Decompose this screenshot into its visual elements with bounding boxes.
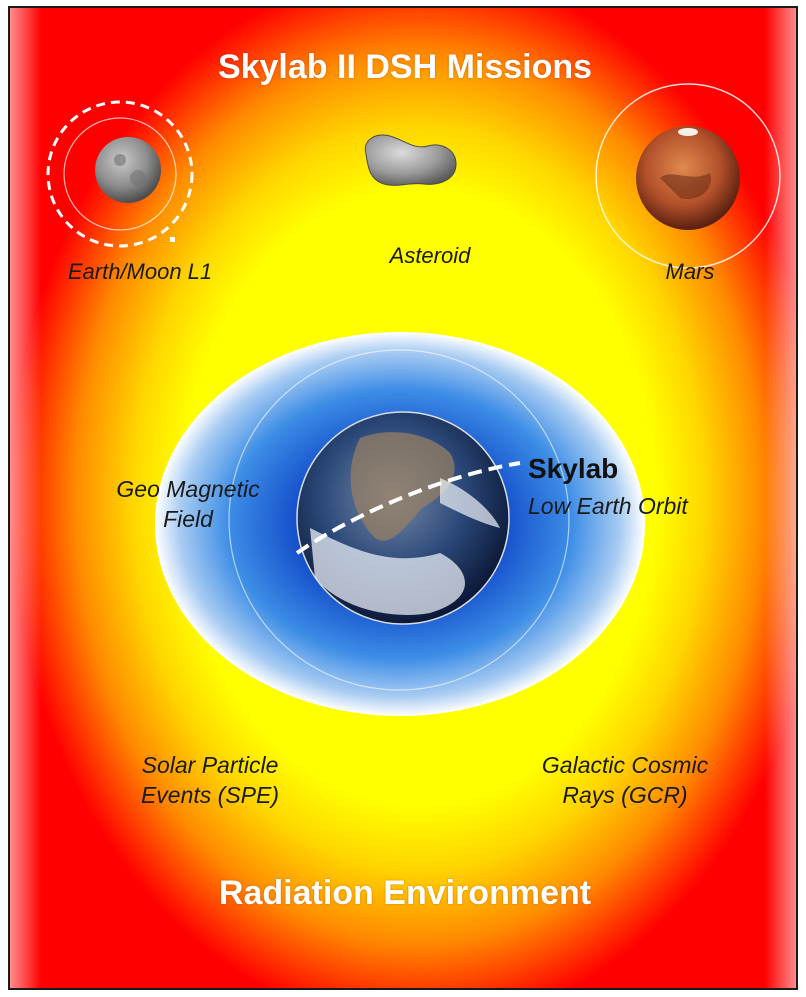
gcr-line2: Rays (GCR) — [562, 782, 688, 808]
geo-magnetic-field-line1: Geo Magnetic — [116, 476, 260, 502]
mars-icon — [595, 83, 781, 269]
gcr-label: Galactic Cosmic Rays (GCR) — [510, 750, 740, 810]
leo-orbit-path — [295, 461, 521, 555]
diagram-graphics — [46, 83, 781, 716]
asteroid-label: Asteroid — [389, 243, 471, 268]
spe-line2: Events (SPE) — [140, 782, 280, 808]
earth-moon-l1-label: Earth/Moon L1 — [67, 259, 213, 284]
earth-icon — [296, 411, 510, 625]
moon-icon — [46, 100, 194, 248]
mars-label: Mars — [665, 259, 715, 284]
gcr-line1: Galactic Cosmic — [541, 752, 709, 778]
orbit-ring — [228, 349, 570, 691]
radiation-environment-label: Radiation Environment — [218, 874, 592, 912]
geo-magnetic-field-label: Geo Magnetic Field — [98, 474, 278, 534]
asteroid-icon — [364, 134, 457, 186]
diagram-frame: Skylab II DSH Missions Earth/Moon L1 Ast… — [8, 6, 798, 990]
low-earth-orbit-label: Low Earth Orbit — [528, 493, 688, 519]
skylab-label: Skylab — [528, 453, 619, 484]
spe-line1: Solar Particle — [141, 752, 279, 778]
geo-magnetic-field-line2: Field — [163, 506, 213, 532]
spe-label: Solar Particle Events (SPE) — [100, 750, 320, 810]
diagram-title: Skylab II DSH Missions — [217, 48, 593, 86]
